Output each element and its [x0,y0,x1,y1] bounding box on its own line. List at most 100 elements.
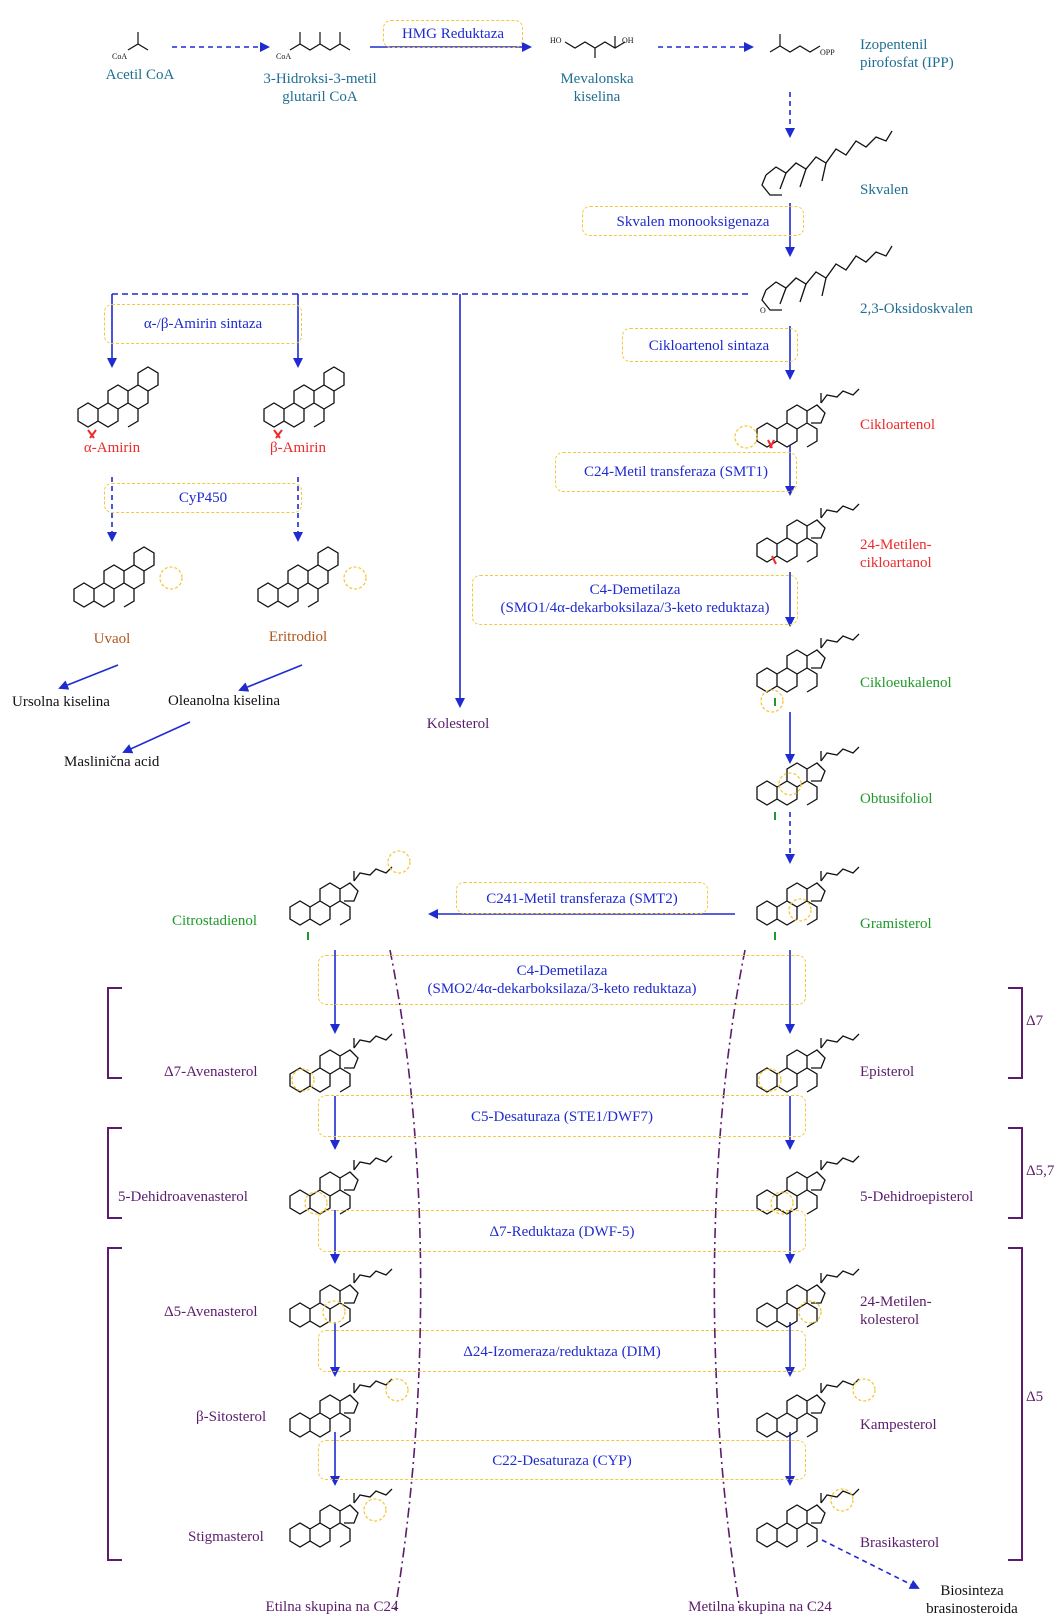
label-mevalonska: Mevalonska kiselina [560,71,634,105]
enzyme-c22-desaturaza: C22-Desaturaza (CYP) [492,1453,632,1469]
label-hmg-coa: 3-Hidroksi-3-metil glutaril CoA [263,71,377,105]
enzyme-box-skvalen-monooksigenaza [582,206,804,236]
enzyme-smt2: C241-Metil transferaza (SMT2) [486,891,678,907]
label-cikloeukalenol: Cikloeukalenol [860,675,952,691]
label-citrostadienol: Citrostadienol [172,913,257,929]
label-stigmasterol: Stigmasterol [188,1529,264,1545]
citrostadienol-structure [289,866,393,926]
label-cikloartenol: Cikloartenol [860,417,935,433]
enzyme-box-d24-izomeraza [318,1330,806,1372]
bracket-right-d7 [1008,987,1023,1079]
label-gramisterol: Gramisterol [860,916,932,932]
enzyme-hmg-reduktaza: HMG Reduktaza [401,26,505,42]
acetyl-coa-structure [127,32,149,51]
label-acetil-coa: Acetil CoA [105,67,175,83]
group-delta5: Δ5 [1026,1389,1044,1405]
label-eritrodiol: Eritrodiol [268,629,328,645]
label-metilna-skupina: Metilna skupina na C24 [688,1599,832,1615]
erythrodiol-structure [257,546,339,608]
label-oksidoskvalen: 2,3-Oksidoskvalen [860,301,973,317]
mevalonate-structure [564,36,626,58]
enzyme-box-cikloartenol-sintaza [622,328,798,362]
atom-label-coa-2: CoA [276,52,292,61]
enzyme-box-c22-desaturaza [318,1440,806,1480]
divider-ethyl [389,949,422,1611]
enzyme-c5-desaturaza: C5-Desaturaza (STE1/DWF7) [470,1109,654,1125]
group-delta57: Δ5,7 [1026,1163,1055,1179]
group-delta7: Δ7 [1026,1013,1044,1029]
label-metilen-cikloartanol: 24-Metilen- cikloartanol [860,537,932,571]
arrow-to-oleanolic [238,664,303,692]
campesterol-structure [756,1378,860,1438]
bracket-right-d5 [1008,1247,1023,1561]
label-obtusifoliol: Obtusifoliol [860,791,933,807]
atom-label-oh-mevalonate: OH [622,36,634,45]
label-biosinteza: Biosinteza brasinosteroida [926,1583,1018,1617]
obtusifoliol-structure [756,746,860,806]
cycloeucalenol-structure [756,633,860,693]
label-beta-amirin: β-Amirin [270,440,326,456]
atom-label-coa-1: CoA [112,52,128,61]
sitosterol-structure [289,1378,393,1438]
bracket-left-d5 [107,1247,122,1561]
highlight-circles [159,425,876,1522]
label-d5-avenasterol: Δ5-Avenasterol [164,1304,258,1320]
arrow-to-ursolic [58,664,119,690]
red-methyl-marks [87,429,777,565]
enzyme-box-d7-reduktaza [318,1210,806,1252]
uvaol-structure [73,546,155,608]
enzyme-d7-reduktaza: Δ7-Reduktaza (DWF-5) [489,1224,635,1240]
label-ipp: Izopentenil pirofosfat (IPP) [860,37,954,71]
ipp-structure [769,34,821,53]
d5-avenasterol-structure [289,1268,393,1328]
enzyme-smo2: C4-Demetilaza (SMO2/4α-dekarboksilaza/3-… [427,963,697,997]
enzyme-box-smo1 [472,575,798,625]
methylenecholesterol-structure [756,1268,860,1328]
label-d7-avenasterol: Δ7-Avenasterol [164,1064,258,1080]
enzyme-amirin-sintaza: α-/β-Amirin sintaza [143,316,263,332]
alpha-amyrin-structure [77,366,159,428]
label-alfa-amirin: α-Amirin [83,440,141,456]
bracket-right-d57 [1008,1127,1023,1219]
enzyme-box-smo2 [318,955,806,1005]
label-kampesterol: Kampesterol [860,1417,937,1433]
episterol-structure [756,1033,860,1093]
label-uvaol: Uvaol [93,631,131,647]
enzyme-box-smt2 [456,882,708,914]
cycloartenol-structure [756,388,860,448]
methylenecycloartanol-structure [756,503,860,563]
atom-label-o-oxidosqualene: O [760,306,766,315]
label-maslinicna: Maslinična acid [64,754,160,770]
divider-methyl [713,949,746,1611]
arrow-to-maslinic [122,721,191,754]
enzyme-cikloartenol-sintaza: Cikloartenol sintaza [648,338,770,354]
bracket-left-d7 [107,987,122,1079]
label-kolesterol: Kolesterol [426,716,490,732]
gramisterol-structure [756,866,860,926]
label-etilna-skupina: Etilna skupina na C24 [265,1599,399,1615]
label-ursolna: Ursolna kiselina [12,694,110,710]
label-dehidroepisterol: 5-Dehidroepisterol [860,1189,974,1205]
green-methyl-marks [307,698,776,940]
label-skvalen: Skvalen [860,182,909,198]
label-episterol: Episterol [860,1064,915,1080]
label-oleanolna: Oleanolna kiselina [168,693,281,709]
enzyme-box-smt1 [555,452,797,492]
d7-avenasterol-structure [289,1033,393,1093]
enzyme-cyp450: CyP450 [178,490,228,506]
hmg-coa-structure [289,32,351,51]
label-dehidroavenasterol: 5-Dehidroavenasterol [118,1189,248,1205]
label-metilen-kolesterol: 24-Metilen- kolesterol [860,1294,932,1328]
enzyme-box-c5-desaturaza [318,1095,806,1137]
bracket-left-d57 [107,1127,122,1219]
enzyme-d24-izomeraza: Δ24-Izomeraza/reduktaza (DIM) [463,1344,661,1360]
enzyme-box-cyp450 [104,483,302,513]
stigmasterol-structure [289,1488,393,1548]
brassicasterol-structure [756,1488,860,1548]
enzyme-skvalen-monooksigenaza: Skvalen monooksigenaza [616,214,770,230]
label-brasikasterol: Brasikasterol [860,1535,940,1551]
enzyme-box-amirin-sintaza [104,304,302,344]
label-sitosterol: β-Sitosterol [196,1409,267,1425]
enzyme-smo1: C4-Demetilaza (SMO1/4α-dekarboksilaza/3-… [500,582,770,616]
